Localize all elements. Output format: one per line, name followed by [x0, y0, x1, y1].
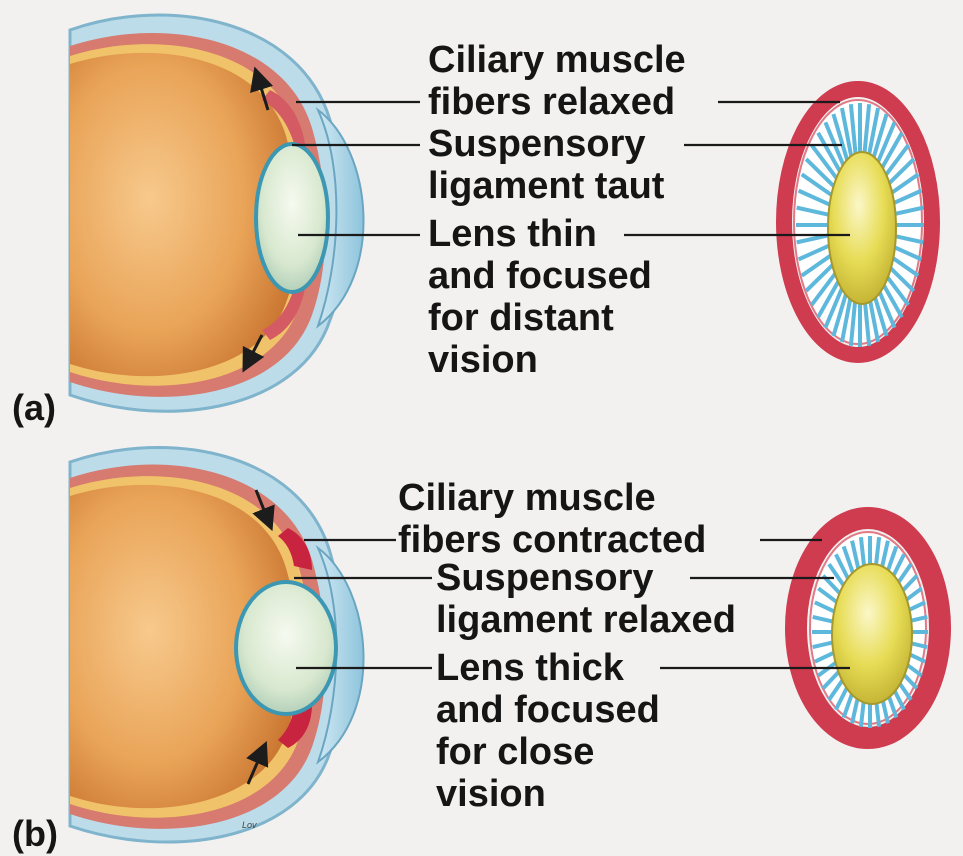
label-lens-a-line4: vision [428, 339, 538, 381]
label-lens-b-line1: Lens thick [436, 647, 625, 689]
label-lens-a-line2: and focused [428, 255, 652, 297]
panel-a: Ciliary muscle fibers relaxed Suspensory… [12, 15, 932, 428]
lens-front-b [832, 564, 912, 704]
label-suspensory-b-line1: Suspensory [436, 557, 654, 599]
ring-diagram-a [784, 89, 932, 355]
label-ciliary-a-line2: fibers relaxed [428, 81, 675, 123]
label-ciliary-b-line2: fibers contracted [398, 519, 706, 561]
label-lens-a-line1: Lens thin [428, 213, 597, 255]
lens-a [256, 144, 328, 292]
label-ciliary-b: Ciliary muscle fibers contracted [398, 477, 706, 561]
label-lens-b-line3: for close [436, 731, 594, 773]
eye-section-b: Lov [70, 447, 364, 842]
label-ciliary-a: Ciliary muscle fibers relaxed [428, 39, 696, 123]
label-lens-b: Lens thick and focused for close vision [436, 647, 670, 815]
label-lens-a-line3: for distant [428, 297, 614, 339]
label-suspensory-a-line1: Suspensory [428, 123, 646, 165]
panel-b: Lov Ciliary muscle fibers contracted Sus… [12, 447, 940, 854]
label-ciliary-b-line1: Ciliary muscle [398, 477, 656, 519]
label-lens-a: Lens thin and focused for distant vision [428, 213, 662, 381]
lens-front-a [828, 152, 896, 304]
label-suspensory-a-line2: ligament taut [428, 165, 665, 207]
label-suspensory-b: Suspensory ligament relaxed [436, 557, 736, 641]
eye-section-a [70, 15, 364, 411]
label-lens-b-line4: vision [436, 773, 546, 815]
panel-label-b: (b) [12, 813, 58, 854]
artist-signature: Lov [242, 820, 257, 830]
ring-diagram-b [796, 518, 940, 738]
label-lens-b-line2: and focused [436, 689, 660, 731]
label-suspensory-b-line2: ligament relaxed [436, 599, 736, 641]
panel-label-a: (a) [12, 387, 56, 428]
label-suspensory-a: Suspensory ligament taut [428, 123, 665, 207]
label-ciliary-a-line1: Ciliary muscle [428, 39, 686, 81]
lens-b [236, 582, 336, 714]
